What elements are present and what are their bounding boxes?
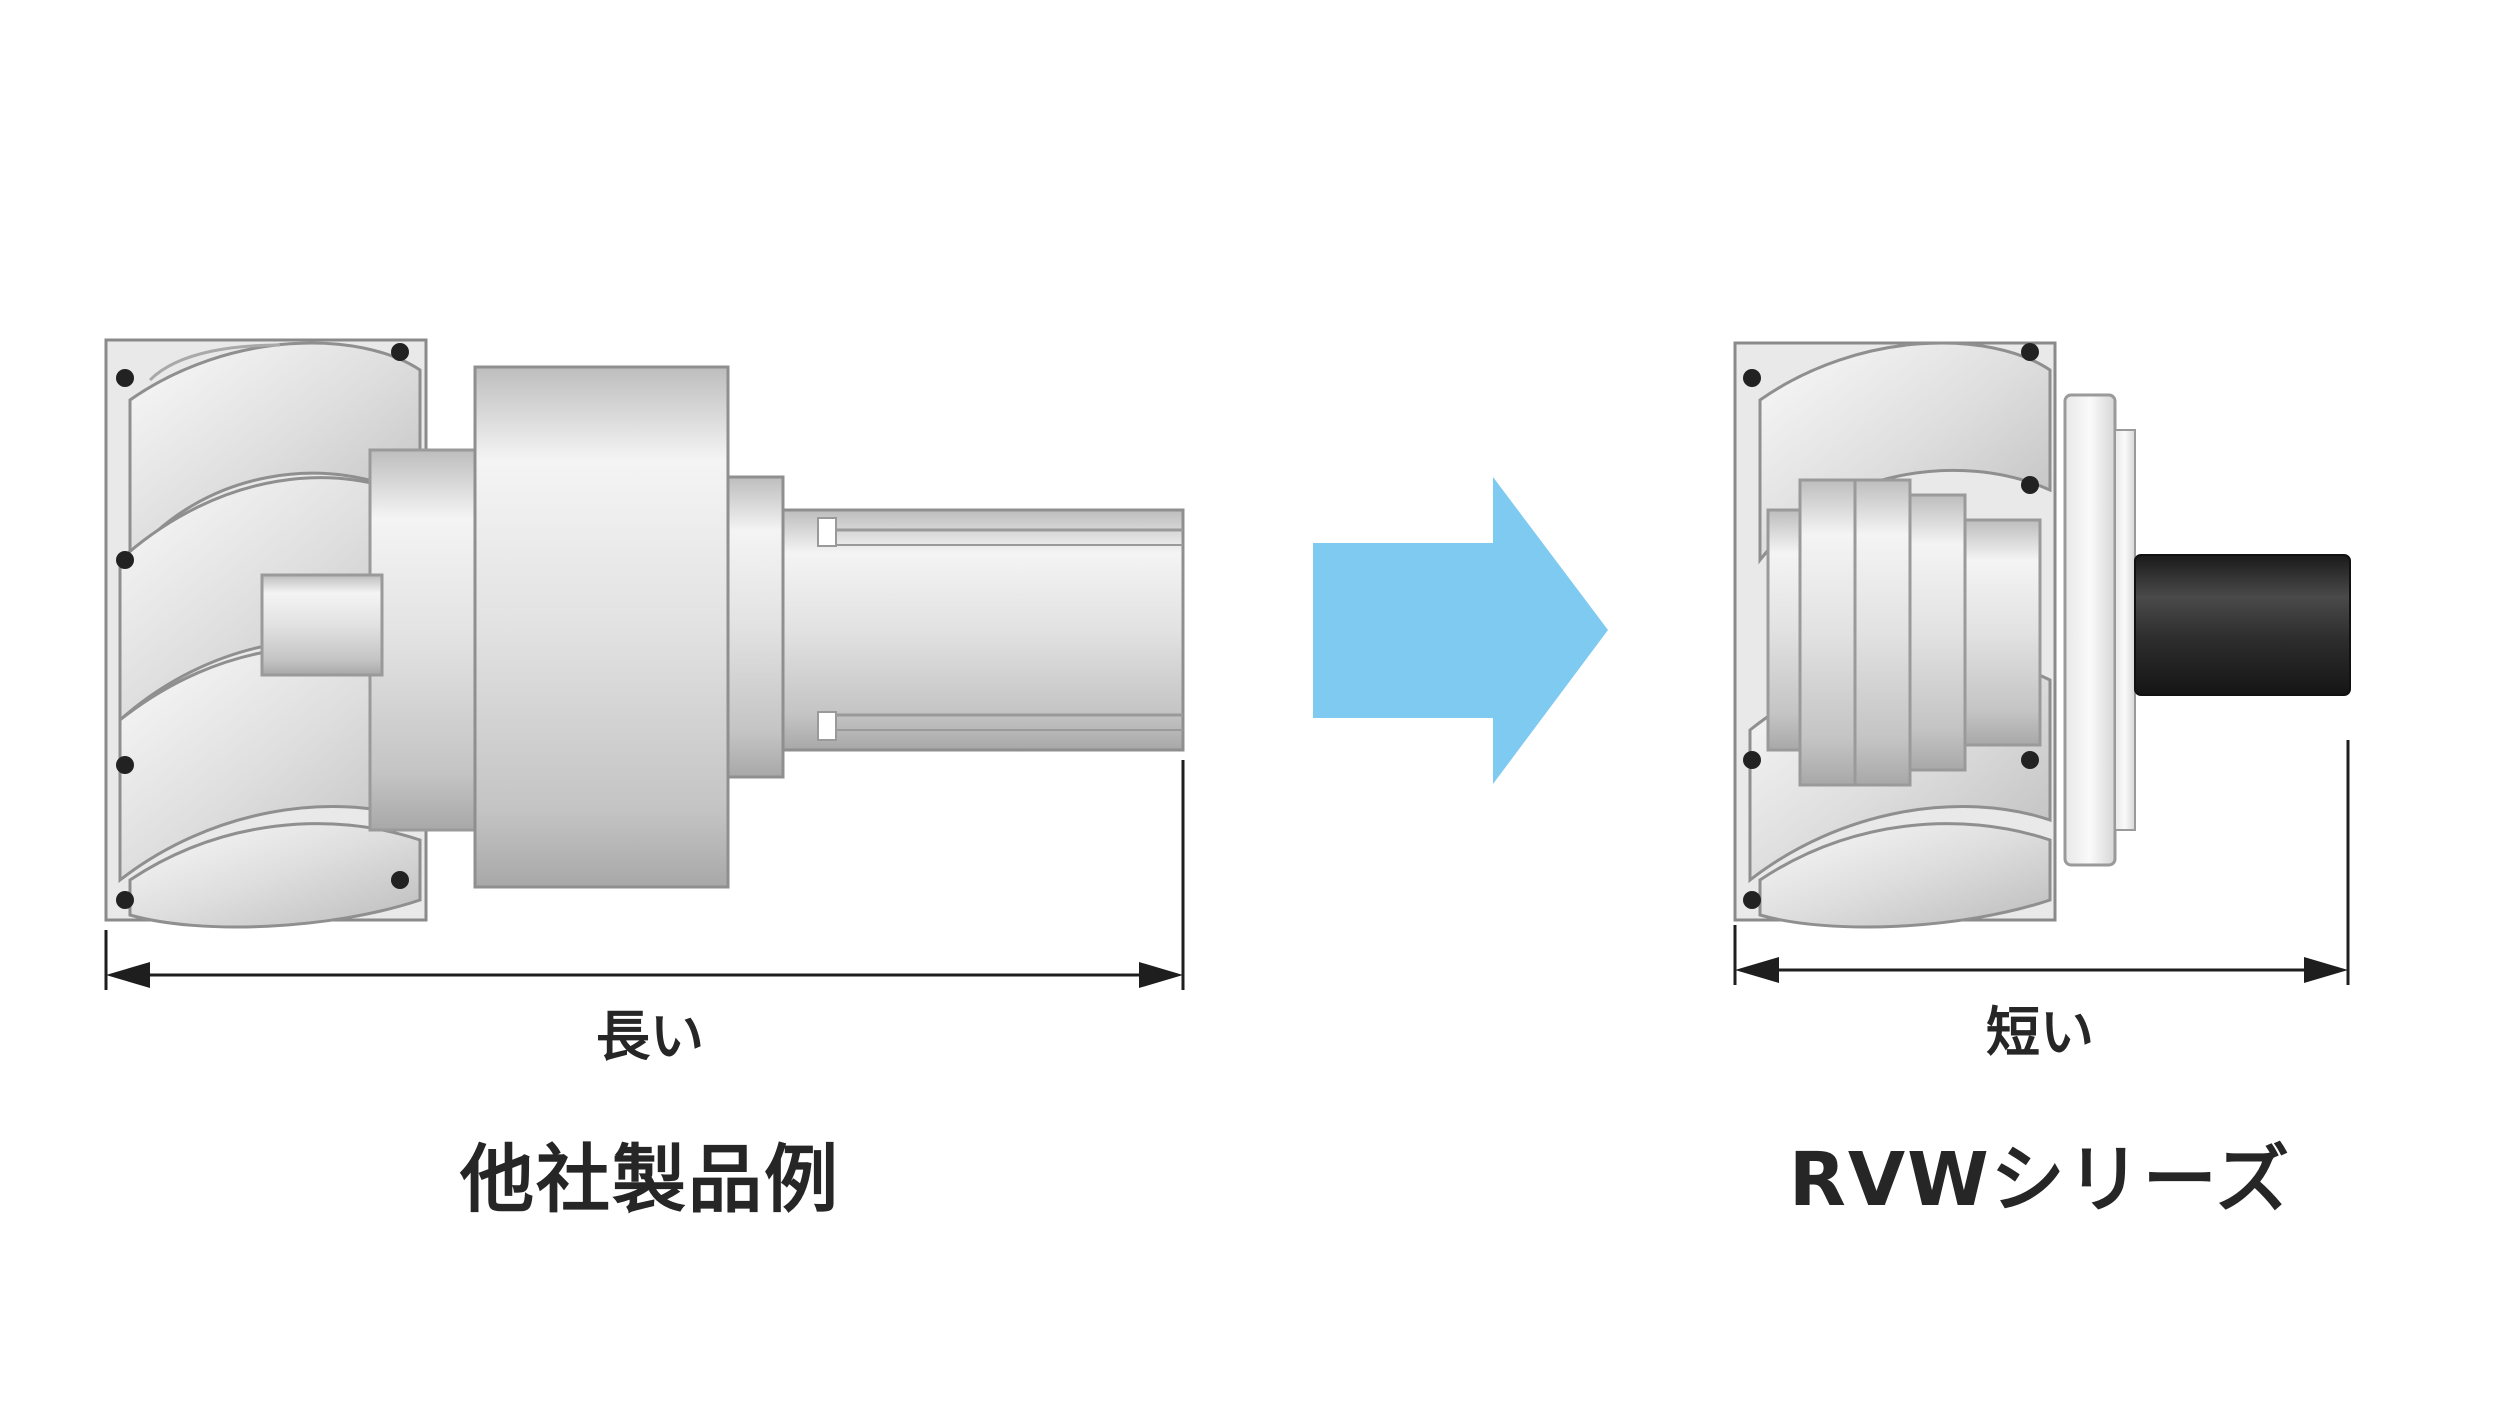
right-mounting-flange: [2063, 393, 2117, 867]
left-dimension-label: 長い: [596, 1005, 704, 1068]
right-reducer-ring-2: [1798, 478, 1857, 787]
rvw-assembly: [1733, 341, 2351, 929]
left-dimension-line: [104, 760, 1185, 990]
left-caption: 他社製品例: [460, 1137, 840, 1223]
left-step-collar: [726, 475, 785, 779]
left-hub: [368, 448, 482, 832]
left-motor-body: [781, 508, 1185, 752]
other-product-assembly: [104, 338, 1185, 929]
left-hub-shaft: [260, 573, 384, 677]
right-dimension-label: 短い: [1986, 1001, 2094, 1064]
right-reducer-ring-5: [1963, 518, 2042, 747]
right-reducer-ring-4: [1908, 493, 1967, 772]
right-dimension-line: [1733, 740, 2350, 985]
left-reducer-housing: [473, 365, 730, 889]
right-reducer-ring-3: [1853, 478, 1912, 787]
right-caption: RVWシリーズ: [1788, 1137, 2292, 1223]
comparison-arrow: [1313, 477, 1608, 784]
right-motor-shaft: [2134, 554, 2351, 696]
